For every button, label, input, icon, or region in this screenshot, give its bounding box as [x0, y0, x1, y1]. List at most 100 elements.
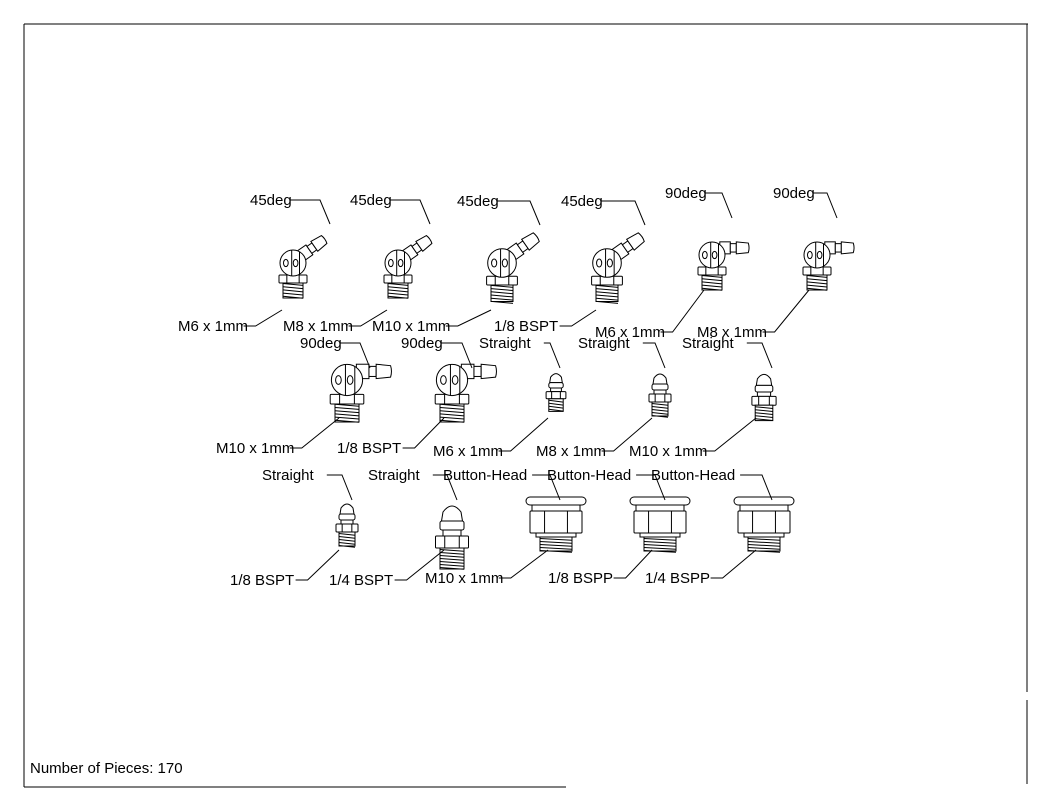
- type-leader-line: [326, 474, 353, 501]
- type-leader-line: [705, 192, 733, 219]
- fitting-size-label: M8 x 1mm: [697, 324, 767, 341]
- fitting-drawing: [802, 241, 855, 291]
- fitting-size-label: M10 x 1mm: [425, 570, 503, 587]
- type-leader-line: [441, 342, 473, 369]
- size-leader-line: [762, 289, 810, 333]
- fitting-13: Straight 1/4 BSPT: [329, 467, 469, 589]
- fitting-5: 90deg M6 x 1mm: [595, 185, 750, 341]
- type-leader-line: [390, 199, 431, 225]
- fitting-type-label: Straight: [262, 467, 315, 484]
- fitting-size-label: M6 x 1mm: [433, 443, 503, 460]
- fitting-2: 45deg M8 x 1mm: [283, 192, 433, 335]
- type-leader-line: [642, 342, 666, 369]
- size-leader-line: [348, 309, 388, 327]
- fitting-16: Button-Head 1/4 BSPP: [645, 467, 795, 587]
- fitting-drawing: [591, 232, 645, 304]
- fitting-size-label: M10 x 1mm: [216, 440, 294, 457]
- fitting-size-label: 1/8 BSPT: [230, 572, 294, 589]
- type-leader-line: [543, 342, 561, 369]
- size-leader-line: [295, 549, 340, 581]
- fitting-10: Straight M8 x 1mm: [536, 335, 672, 460]
- fitting-type-label: 90deg: [300, 335, 342, 352]
- fitting-type-label: 45deg: [350, 192, 392, 209]
- fitting-size-label: 1/4 BSPT: [329, 572, 393, 589]
- fitting-12: Straight 1/8 BSPT: [230, 467, 359, 589]
- size-leader-line: [613, 549, 653, 579]
- size-leader-line: [601, 417, 653, 452]
- fitting-drawing: [335, 503, 359, 548]
- fitting-type-label: 90deg: [401, 335, 443, 352]
- size-leader-line: [243, 309, 283, 327]
- fitting-size-label: 1/8 BSPT: [337, 440, 401, 457]
- fitting-size-label: 1/8 BSPT: [494, 318, 558, 335]
- fitting-size-label: M6 x 1mm: [178, 318, 248, 335]
- fitting-drawing: [545, 373, 567, 412]
- fitting-drawing: [383, 234, 433, 299]
- fitting-drawing: [525, 496, 587, 553]
- size-leader-line: [559, 309, 597, 327]
- fitting-drawing: [751, 373, 777, 422]
- size-leader-line: [394, 549, 445, 581]
- fitting-9: Straight M6 x 1mm: [433, 335, 567, 460]
- size-leader-line: [498, 417, 549, 452]
- fitting-size-label: M10 x 1mm: [629, 443, 707, 460]
- size-leader-line: [710, 549, 757, 579]
- size-leader-line: [702, 417, 757, 452]
- fitting-size-label: M8 x 1mm: [283, 318, 353, 335]
- type-leader-line: [497, 200, 541, 226]
- fitting-type-label: Straight: [368, 467, 421, 484]
- fitting-4: 45deg 1/8 BSPT: [494, 193, 646, 335]
- fitting-6: 90deg M8 x 1mm: [697, 185, 855, 341]
- fitting-type-label: 90deg: [773, 185, 815, 202]
- type-leader-line: [340, 342, 371, 369]
- fitting-drawing: [434, 363, 497, 423]
- fitting-8: 90deg 1/8 BSPT: [337, 335, 497, 457]
- size-leader-line: [660, 289, 705, 333]
- fitting-drawing: [329, 363, 392, 423]
- size-leader-line: [445, 309, 492, 327]
- fitting-drawing: [486, 232, 540, 304]
- type-leader-line: [636, 474, 666, 501]
- fitting-type-label: Button-Head: [547, 467, 631, 484]
- fitting-drawing: [629, 496, 691, 553]
- fitting-size-label: 1/8 BSPP: [548, 570, 613, 587]
- fitting-type-label: Straight: [682, 335, 735, 352]
- size-leader-line: [498, 549, 549, 579]
- fitting-drawing: [697, 241, 750, 291]
- fitting-drawing: [278, 234, 328, 299]
- type-leader-line: [432, 474, 458, 501]
- type-leader-line: [601, 200, 646, 226]
- pieces-count: Number of Pieces: 170: [30, 760, 183, 777]
- fitting-size-label: M10 x 1mm: [372, 318, 450, 335]
- fitting-15: Button-Head 1/8 BSPP: [547, 467, 691, 587]
- type-leader-line: [740, 474, 773, 501]
- fitting-drawing: [648, 373, 672, 418]
- fitting-type-label: Button-Head: [651, 467, 735, 484]
- sheet-border: [23, 23, 1028, 788]
- fitting-type-label: 45deg: [561, 193, 603, 210]
- fitting-size-label: M8 x 1mm: [536, 443, 606, 460]
- fitting-type-label: 45deg: [250, 192, 292, 209]
- fitting-size-label: 1/4 BSPP: [645, 570, 710, 587]
- fitting-drawing: [733, 496, 795, 553]
- fitting-type-label: 45deg: [457, 193, 499, 210]
- fitting-type-label: Straight: [479, 335, 532, 352]
- type-leader-line: [813, 192, 838, 219]
- size-leader-line: [289, 417, 340, 449]
- fitting-size-label: M6 x 1mm: [595, 324, 665, 341]
- type-leader-line: [290, 199, 331, 225]
- fitting-type-label: 90deg: [665, 185, 707, 202]
- fitting-drawing: [435, 505, 469, 570]
- size-leader-line: [402, 417, 445, 449]
- type-leader-line: [746, 342, 773, 369]
- fitting-type-label: Straight: [578, 335, 631, 352]
- type-leader-line: [532, 474, 561, 501]
- fitting-type-label: Button-Head: [443, 467, 527, 484]
